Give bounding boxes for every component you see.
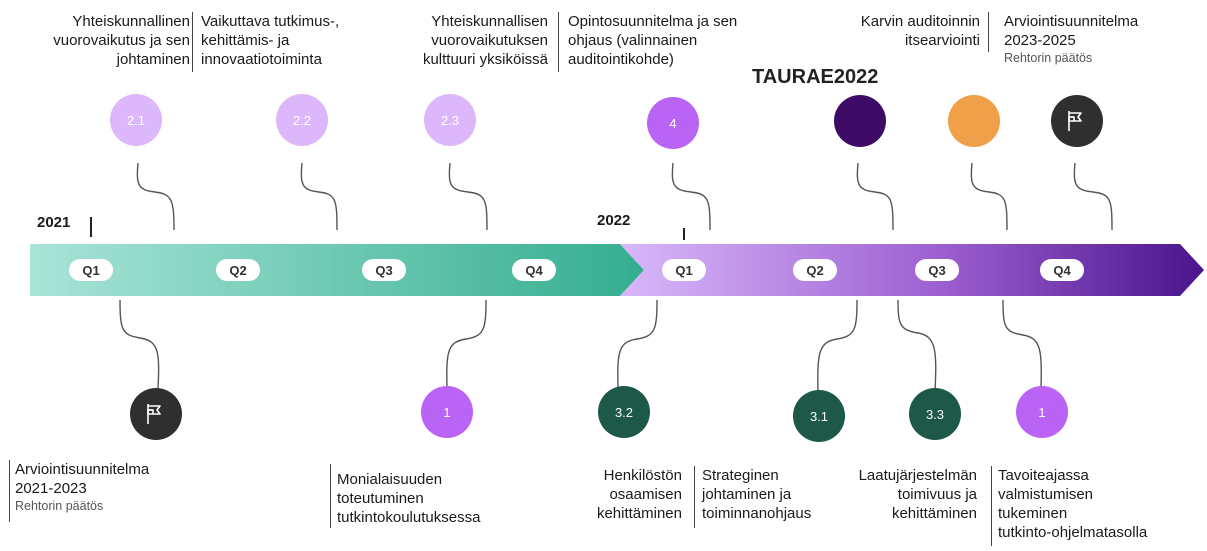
connector-2-2 <box>300 162 338 231</box>
circle-1-right: 1 <box>1016 386 1068 438</box>
quarter-2022-q4: Q4 <box>1040 259 1084 281</box>
bottom-label-monialaisuus: Monialaisuuden toteutuminen tutkintokoul… <box>337 471 481 526</box>
connector-1-right <box>1002 299 1042 389</box>
separator <box>192 12 193 72</box>
bottom-label-arviointisuunnitelma-2021: Arviointisuunnitelma 2021-2023 Rehtorin … <box>15 461 150 513</box>
connector-3-1 <box>817 299 858 393</box>
circle-2-3: 2.3 <box>424 94 476 146</box>
connector-3-3 <box>897 299 937 393</box>
connector-2-1 <box>136 162 175 231</box>
top-label-4: Opintosuunnitelma ja sen ohjaus (valinna… <box>568 13 738 68</box>
separator <box>558 12 559 72</box>
connector-4 <box>671 162 711 231</box>
separator <box>9 460 10 522</box>
timeline-arrow <box>30 244 1204 296</box>
circle-3-1: 3.1 <box>793 390 845 442</box>
bottom-label-tavoiteajassa: Tavoiteajassa valmistumisen tukeminen tu… <box>998 467 1148 541</box>
quarter-2021-q2: Q2 <box>216 259 260 281</box>
circle-taurae <box>834 95 886 147</box>
separator <box>694 466 695 528</box>
bottom-label-strateginen: Strateginen johtaminen ja toiminnanohjau… <box>702 467 812 522</box>
timeline-2022-segment <box>620 244 1204 296</box>
flag-icon <box>147 404 161 424</box>
connector-3-2 <box>617 299 658 389</box>
circle-2-2: 2.2 <box>276 94 328 146</box>
top-label-arviointisuunnitelma-2023: Arviointisuunnitelma 2023-2025 Rehtorin … <box>1004 13 1139 65</box>
circle-karvi <box>948 95 1000 147</box>
quarter-2022-q1: Q1 <box>662 259 706 281</box>
bottom-label-laatujarjestelma: Laatujärjestelmän toimivuus ja kehittämi… <box>858 467 977 522</box>
quarter-2022-q2: Q2 <box>793 259 837 281</box>
separator <box>991 466 992 546</box>
top-label-2-2: Vaikuttava tutkimus-, kehittämis- ja inn… <box>201 13 340 68</box>
top-label-2-1: Yhteiskunnallinen vuorovaikutus ja sen j… <box>53 13 190 68</box>
year-2021: 2021 <box>37 214 71 231</box>
quarter-2022-q3: Q3 <box>915 259 959 281</box>
flag-icon <box>1068 111 1082 131</box>
quarter-2021-q1: Q1 <box>69 259 113 281</box>
year-2022: 2022 <box>597 212 631 229</box>
top-label-2-3: Yhteiskunnallisen vuorovaikutuksen kultt… <box>422 13 548 68</box>
year-tick-2022 <box>683 228 685 240</box>
circle-4: 4 <box>647 97 699 149</box>
circle-2-1: 2.1 <box>110 94 162 146</box>
circle-flag-top <box>1051 95 1103 147</box>
connector-karvi <box>970 162 1008 231</box>
connector-2-3 <box>448 162 488 231</box>
circle-3-3: 3.3 <box>909 388 961 440</box>
bottom-label-henkilosto: Henkilöstön osaamisen kehittäminen <box>596 467 682 522</box>
connector-1-left <box>446 299 487 389</box>
circle-flag-bottom <box>130 388 182 440</box>
taurae-header: TAURAE2022 <box>752 66 879 88</box>
circle-1-left: 1 <box>421 386 473 438</box>
connector-flag-top <box>1073 162 1113 231</box>
top-label-karvi: Karvin auditoinnin itsearviointi <box>860 13 980 49</box>
timeline-2021-segment <box>30 244 644 296</box>
separator <box>988 12 989 52</box>
quarter-2021-q4: Q4 <box>512 259 556 281</box>
connector-taurae <box>856 162 894 231</box>
connector-flag-bottom <box>119 299 160 389</box>
year-tick-2021 <box>90 217 92 237</box>
quarter-2021-q3: Q3 <box>362 259 406 281</box>
separator <box>330 464 331 528</box>
circle-3-2: 3.2 <box>598 386 650 438</box>
